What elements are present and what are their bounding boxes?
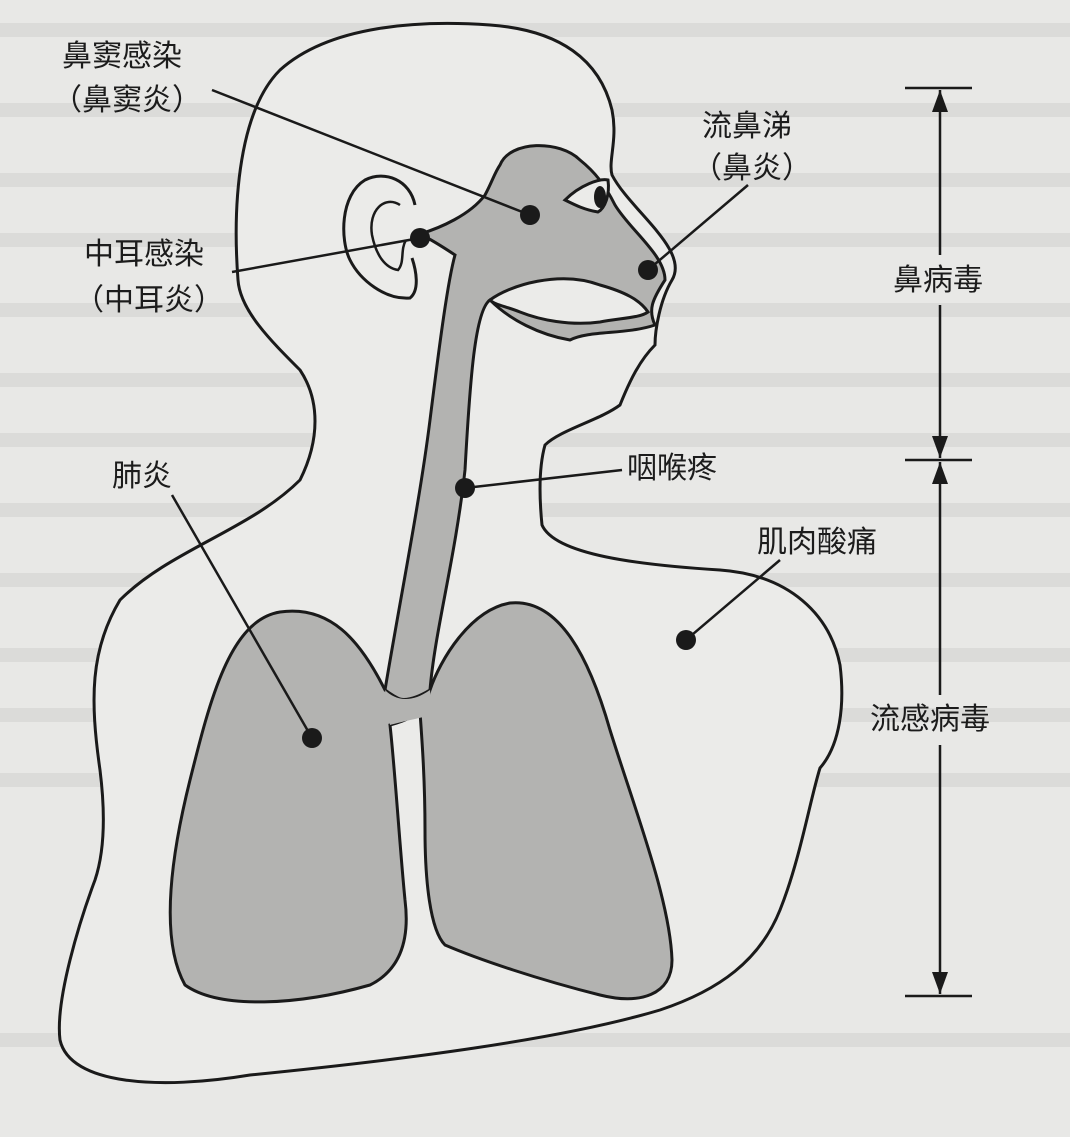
label-middle-ear-infection: 中耳感染 — [84, 237, 204, 272]
dot-sinus — [520, 205, 540, 225]
dot-runny-nose — [638, 260, 658, 280]
pointer-sore-throat — [464, 468, 623, 490]
pointer-sinus — [211, 88, 531, 217]
label-influenza-virus: 流感病毒 — [870, 702, 990, 737]
trachea-bifurcation — [385, 690, 432, 725]
label-rhinovirus: 鼻病毒 — [893, 263, 983, 298]
pointer-lines — [170, 88, 781, 739]
label-sinus-infection: 鼻窦感染 — [62, 39, 182, 74]
label-muscle-ache: 肌肉酸痛 — [757, 525, 877, 560]
pointer-pneumonia — [170, 494, 314, 739]
dot-pneumonia — [302, 728, 322, 748]
virus-range-brackets — [905, 86, 972, 998]
arrow-down-1 — [932, 436, 948, 458]
dot-sore-throat — [455, 478, 475, 498]
label-runny-nose: 流鼻涕 — [702, 109, 792, 144]
label-pneumonia: 肺炎 — [112, 459, 172, 494]
label-sore-throat: 咽喉疼 — [627, 451, 717, 486]
arrow-down-2 — [932, 972, 948, 994]
right-lung — [418, 601, 674, 1001]
pupil — [594, 186, 606, 208]
pointer-muscle-ache — [685, 559, 781, 641]
mouth — [487, 277, 651, 325]
ear — [342, 174, 418, 300]
left-lung — [168, 609, 429, 1004]
pointer-runny-nose — [647, 184, 749, 271]
label-otitis-media: （中耳炎） — [74, 283, 224, 318]
site-dots — [302, 205, 696, 748]
label-rhinitis: （鼻炎） — [692, 151, 812, 186]
arrow-up-1 — [932, 90, 948, 112]
dot-middle-ear — [410, 228, 430, 248]
ear-inner — [370, 200, 408, 272]
label-sinusitis: （鼻窦炎） — [52, 83, 202, 118]
dot-muscle-ache — [676, 630, 696, 650]
arrow-up-2 — [932, 462, 948, 484]
pointer-middle-ear — [231, 236, 421, 274]
